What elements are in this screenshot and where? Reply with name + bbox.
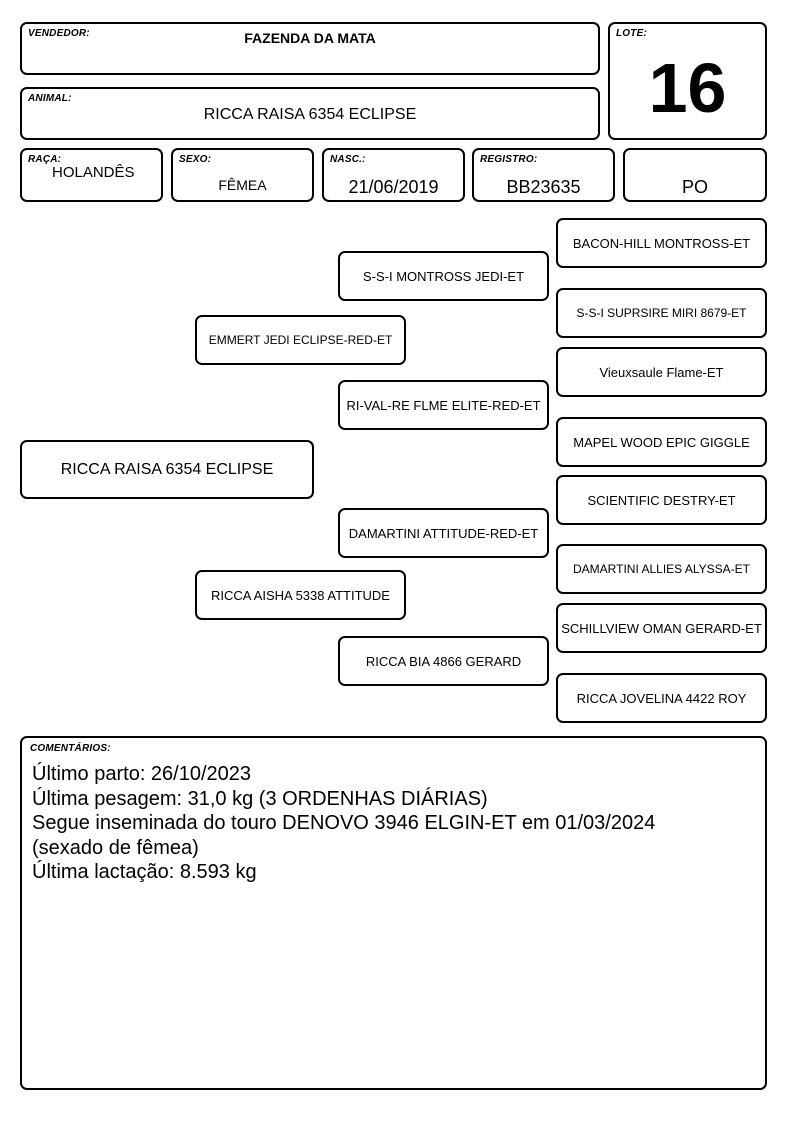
seller-box: VENDEDOR: FAZENDA DA MATA xyxy=(20,22,600,75)
pedigree-sss: BACON-HILL MONTROSS-ET xyxy=(556,218,767,268)
seller-label: VENDEDOR: xyxy=(28,28,90,39)
comment-line: (sexado de fêmea) xyxy=(32,836,199,859)
category-box: PO xyxy=(623,148,767,202)
pedigree-sire-sire: S-S-I MONTROSS JEDI-ET xyxy=(338,251,549,301)
registry-label: REGISTRO: xyxy=(480,154,538,165)
pedigree-dam-dam: RICCA BIA 4866 GERARD xyxy=(338,636,549,686)
comments-text: Último parto: 26/10/2023 Última pesagem:… xyxy=(32,762,755,885)
pedigree-dss: SCIENTIFIC DESTRY-ET xyxy=(556,475,767,525)
pedigree-dam: RICCA AISHA 5338 ATTITUDE xyxy=(195,570,406,620)
registry-value: BB23635 xyxy=(506,177,581,197)
seller-name: FAZENDA DA MATA xyxy=(244,30,376,46)
sex-box: SEXO: FÊMEA xyxy=(171,148,314,202)
breed-label: RAÇA: xyxy=(28,154,62,165)
pedigree-ddd: RICCA JOVELINA 4422 ROY xyxy=(556,673,767,723)
animal-box: ANIMAL: RICCA RAISA 6354 ECLIPSE xyxy=(20,87,600,140)
sex-value: FÊMEA xyxy=(218,177,267,193)
animal-label: ANIMAL: xyxy=(28,93,72,104)
pedigree-dam-sire: DAMARTINI ATTITUDE-RED-ET xyxy=(338,508,549,558)
birth-date-value: 21/06/2019 xyxy=(348,177,439,197)
sex-label: SEXO: xyxy=(179,154,212,165)
comment-line: Última lactação: 8.593 kg xyxy=(32,861,257,883)
lot-box: LOTE: 16 xyxy=(608,22,767,140)
comment-line: Último parto: 26/10/2023 xyxy=(32,763,252,785)
comments-box: COMENTÁRIOS: Último parto: 26/10/2023 Úl… xyxy=(20,736,767,1090)
comment-line: Última pesagem: 31,0 kg (3 ORDENHAS DIÁR… xyxy=(32,787,488,810)
comment-line: Segue inseminada do touro DENOVO 3946 EL… xyxy=(32,812,656,834)
birth-date-label: NASC.: xyxy=(330,154,366,165)
pedigree-sire-dam: RI-VAL-RE FLME ELITE-RED-ET xyxy=(338,380,549,430)
animal-name: RICCA RAISA 6354 ECLIPSE xyxy=(203,106,417,123)
pedigree-sdd: MAPEL WOOD EPIC GIGGLE xyxy=(556,417,767,467)
pedigree-dsd: DAMARTINI ALLIES ALYSSA-ET xyxy=(556,544,767,594)
comments-label: COMENTÁRIOS: xyxy=(30,743,111,754)
category-value: PO xyxy=(681,177,708,197)
birth-date-box: NASC.: 21/06/2019 xyxy=(322,148,465,202)
pedigree-animal: RICCA RAISA 6354 ECLIPSE xyxy=(20,440,314,499)
breed-value: HOLANDÊS xyxy=(52,164,135,181)
lot-number: 16 xyxy=(648,49,727,127)
pedigree-sire: EMMERT JEDI ECLIPSE-RED-ET xyxy=(195,315,406,365)
registry-box: REGISTRO: BB23635 xyxy=(472,148,615,202)
pedigree-dds: SCHILLVIEW OMAN GERARD-ET xyxy=(556,603,767,653)
lot-label: LOTE: xyxy=(616,28,647,39)
pedigree-ssd: S-S-I SUPRSIRE MIRI 8679-ET xyxy=(556,288,767,338)
pedigree-sds: Vieuxsaule Flame-ET xyxy=(556,347,767,397)
breed-box: RAÇA: HOLANDÊS xyxy=(20,148,163,202)
